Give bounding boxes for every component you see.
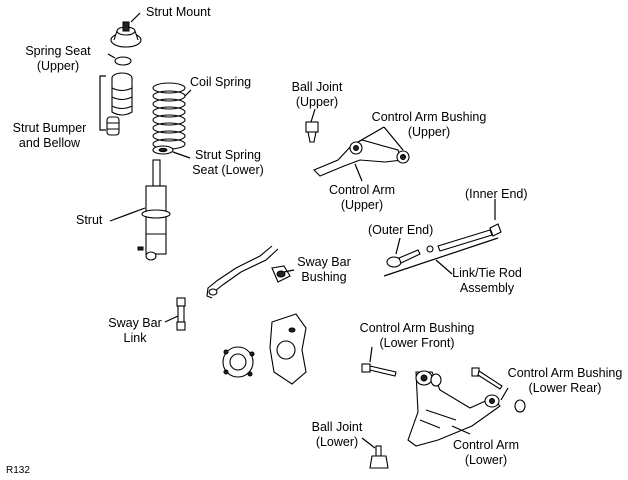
label-control-arm-upper-line-2: (Upper) [340,198,384,212]
label-strut-bumper-line-2: and Bellow [18,136,81,150]
label-strut-bumper-line-1: Strut Bumper [12,121,87,135]
label-control-arm-lower-line-1: Control Arm [453,438,519,452]
spring-seat-upper-part [114,56,132,66]
label-strut: Strut [76,213,103,227]
label-sway-bar-bushing-line-1: Sway Bar [297,255,351,269]
strut-mount-part [110,21,142,48]
bolt-lower-front-part [361,363,397,377]
strut-bumper-part [106,72,133,136]
label-sway-bar-link-line-2: Link [123,331,147,345]
label-link-tie-rod-line-1: Link/Tie Rod [452,266,522,280]
coil-spring-part [152,82,186,150]
ball-joint-lower-part [369,445,389,469]
label-control-arm-bushing-lower-front-line-2: (Lower Front) [379,336,455,350]
ball-joint-upper-part [305,121,319,143]
label-inner-end: (Inner End) [465,187,528,201]
label-control-arm-bushing-upper-line-2: (Upper) [407,125,451,139]
bolt-lower-rear-part [471,367,503,390]
control-arm-bushing-lower-part [430,373,526,413]
tie-rod-part [386,223,502,268]
label-control-arm-upper-line-1: Control Arm [329,183,395,197]
label-strut-spring-seat-lower-line-1: Strut Spring [194,148,261,162]
label-control-arm-bushing-lower-front-line-1: Control Arm Bushing [359,321,475,335]
label-ball-joint-upper-line-1: Ball Joint [291,80,343,94]
label-outer-end: (Outer End) [368,223,434,237]
strut-spring-seat-lower-part [152,145,174,155]
label-ball-joint-lower-line-2: (Lower) [315,435,359,449]
label-link-tie-rod-line-2: Assembly [459,281,515,295]
leader-lines [99,12,509,449]
sway-bar-bushing-part [271,265,291,283]
label-spring-seat-upper-line-1: Spring Seat [25,44,91,58]
label-control-arm-bushing-lower-rear-line-1: Control Arm Bushing [507,366,623,380]
label-ball-joint-lower-line-1: Ball Joint [311,420,363,434]
reference-code: R132 [6,465,30,476]
sway-bar-part [206,245,279,299]
label-control-arm-bushing-upper-line-1: Control Arm Bushing [371,110,487,124]
steering-knuckle-part [222,313,307,385]
label-control-arm-bushing-lower-rear-line-2: (Lower Rear) [528,381,602,395]
label-control-arm-lower-line-2: (Lower) [464,453,508,467]
label-coil-spring: Coil Spring [190,75,252,89]
sway-bar-link-part [176,297,186,331]
label-strut-mount: Strut Mount [146,5,211,19]
label-spring-seat-upper-line-2: (Upper) [36,59,80,73]
label-ball-joint-upper-line-2: (Upper) [295,95,339,109]
control-arm-lower-part [407,370,501,447]
label-sway-bar-bushing-line-2: Bushing [301,270,347,284]
strut-part [137,159,171,261]
control-arm-upper-part [313,139,410,177]
label-sway-bar-link-line-1: Sway Bar [108,316,162,330]
label-strut-spring-seat-lower-line-2: Seat (Lower) [192,163,264,177]
